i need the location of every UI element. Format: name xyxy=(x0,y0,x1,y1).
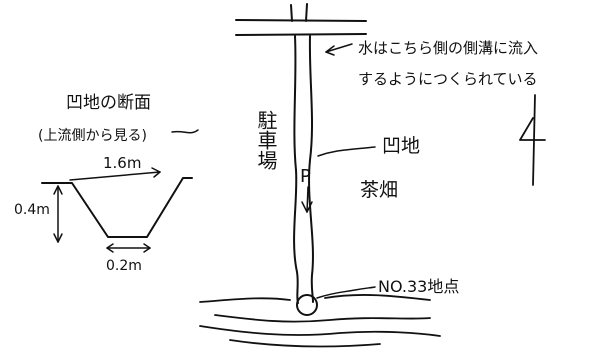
point-label: NO.33地点 xyxy=(378,277,459,296)
depth-label: 0.4m xyxy=(14,202,50,218)
tea-field-label: 茶畑 xyxy=(360,179,398,201)
note-line-1: 水はこちら側の側溝に流入 xyxy=(358,39,538,57)
river xyxy=(199,294,441,348)
note-line-2: するようにつくられている xyxy=(358,70,538,88)
parking-mark: P xyxy=(300,166,311,187)
section-title: 凹地の断面 xyxy=(66,93,151,113)
bottom-width-label: 0.2m xyxy=(106,258,142,274)
parking-arrow xyxy=(301,186,313,213)
top-width-label: 1.6m xyxy=(103,154,141,172)
point-leader xyxy=(316,286,376,299)
depression-leader xyxy=(317,146,376,157)
cross-section xyxy=(41,177,193,238)
note-arrow xyxy=(325,43,353,56)
depression-channel xyxy=(293,35,314,304)
parking-text: 駐車場 xyxy=(254,110,278,170)
depth-arrow xyxy=(53,185,63,243)
section-leader xyxy=(171,129,199,134)
north-arrow-icon xyxy=(519,94,546,186)
road-top xyxy=(235,3,367,36)
parking-label: 駐車場 xyxy=(254,110,278,170)
depression-label: 凹地 xyxy=(382,135,420,157)
section-subtitle: (上流側から見る) xyxy=(38,128,147,144)
bottom-width-arrow xyxy=(106,243,151,253)
top-width-arrow xyxy=(69,167,161,181)
point-circle xyxy=(296,294,318,316)
